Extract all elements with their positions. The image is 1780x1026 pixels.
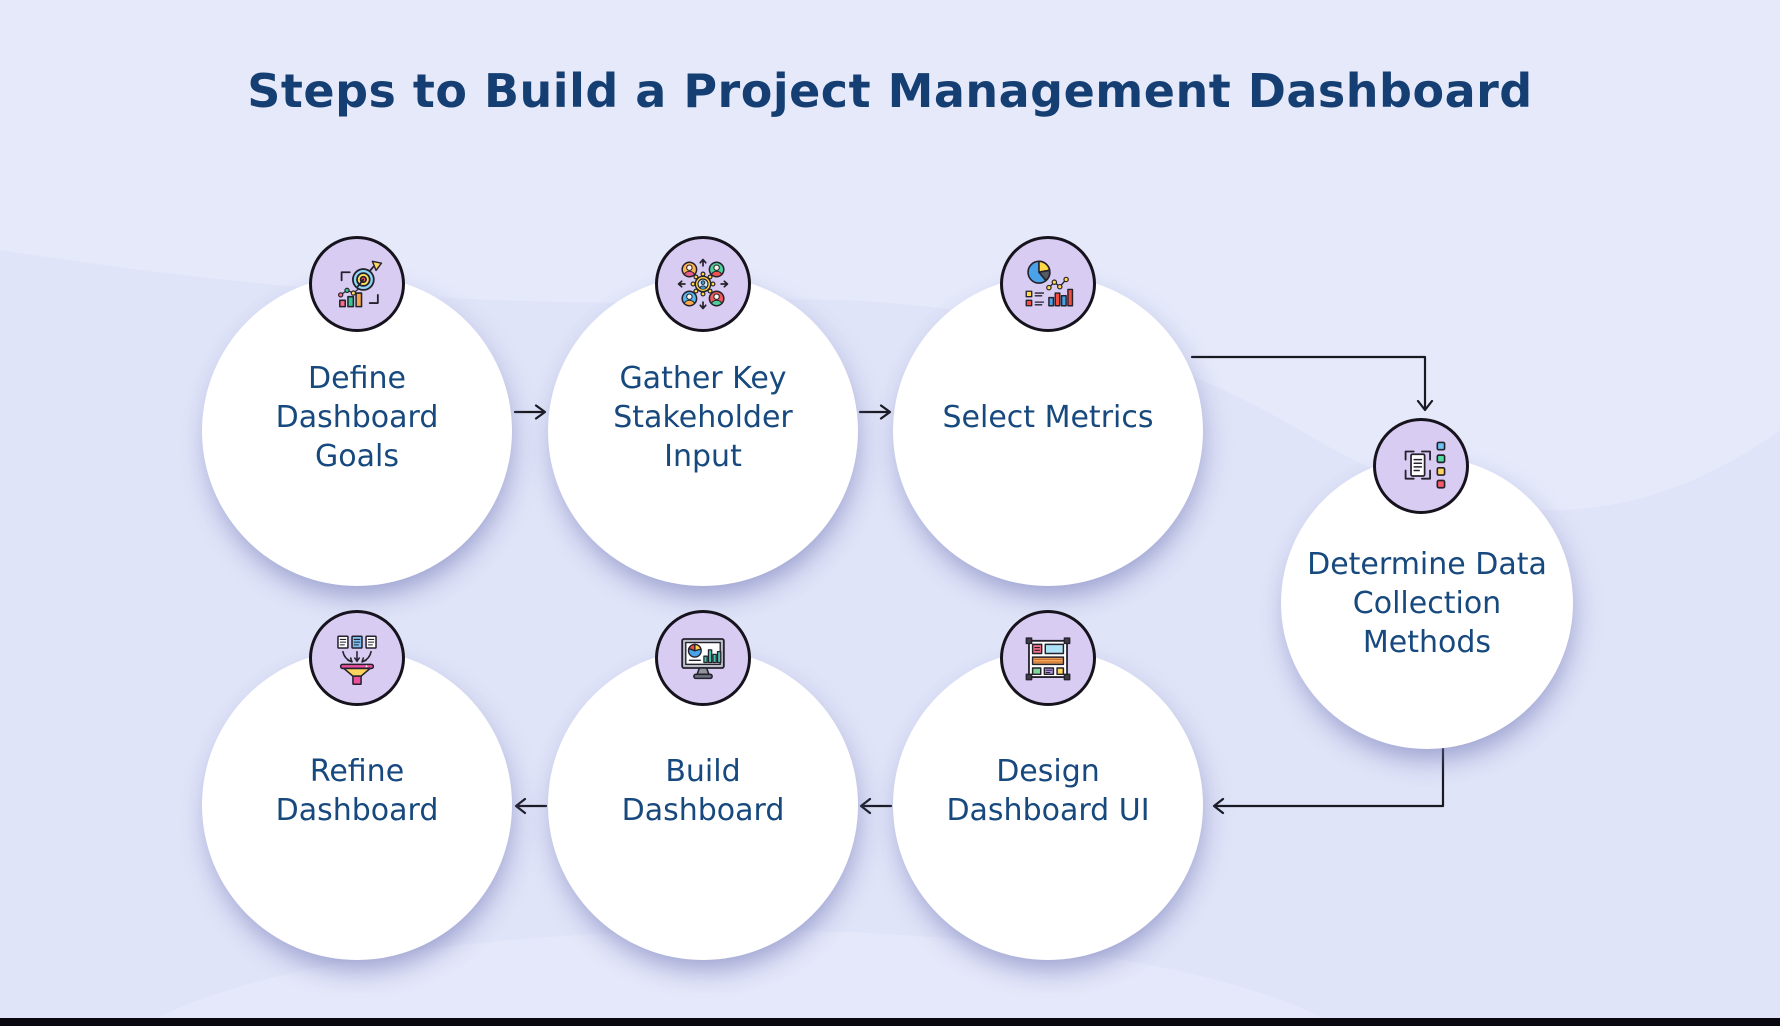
step-label-line: Methods [1362,624,1492,660]
step-label-line: Dashboard [275,399,439,435]
document-scan-icon [1404,441,1446,489]
step-badge [309,236,405,332]
step-label-line: Refine [309,754,405,789]
step-label: Define Dashboard Goals [276,359,439,476]
arrow-step3-step4 [1190,355,1434,412]
step-label-line: Define [308,360,406,396]
ui-wireframe-icon [1025,637,1071,681]
step-badge [1000,236,1096,332]
step-label: Build Dashboard [622,752,785,830]
step-badge [309,610,405,706]
step-label-line: Gather Key [619,360,787,396]
target-goal-icon [338,260,383,308]
step-label-line: Dashboard [621,793,785,828]
step-label-line: Build [665,754,741,789]
step-badge [1000,610,1096,706]
step-label-line: Collection [1352,585,1502,621]
step-label-line: Dashboard UI [946,793,1150,828]
stakeholder-gear-icon [677,258,729,310]
arrow-step1-step2 [513,404,547,420]
monitor-dashboard-icon [681,638,725,680]
step-label: Gather Key Stakeholder Input [613,359,793,476]
screenshot-bottom-border [0,1018,1780,1026]
step-label-line: Goals [315,438,399,474]
arrow-step6-step7 [514,797,548,815]
page-title: Steps to Build a Project Management Dash… [247,64,1533,118]
funnel-filter-icon [337,635,377,686]
step-label-line: Select Metrics [942,399,1154,435]
step-label-line: Design [996,754,1100,789]
step-node-refine-dashboard: Refine Dashboard [202,650,512,960]
step-badge [1373,418,1469,514]
step-label-line: Dashboard [275,793,439,828]
arrow-step5-step6 [859,797,893,815]
arrow-step4-step5 [1212,747,1445,815]
step-label: Determine Data Collection Methods [1307,545,1547,662]
step-badge [655,236,751,332]
step-label: Select Metrics [943,398,1154,437]
step-label-line: Stakeholder [613,399,793,435]
step-badge [655,610,751,706]
step-label: Refine Dashboard [276,752,439,830]
step-label-line: Determine Data [1307,546,1547,582]
step-label-line: Input [664,438,742,474]
arrow-step2-step3 [858,404,892,420]
step-label: Design Dashboard UI [946,752,1149,830]
charts-metrics-icon [1025,260,1074,307]
